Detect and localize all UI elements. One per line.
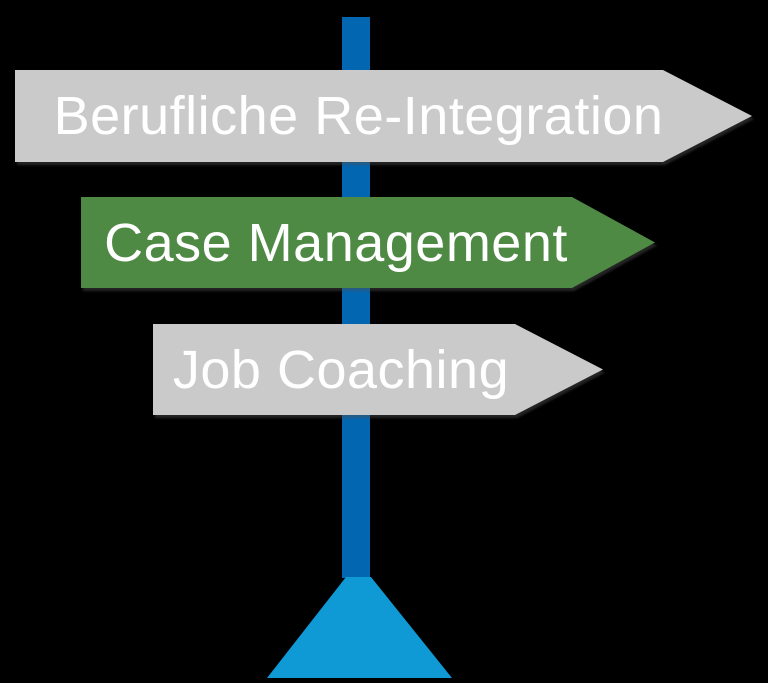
sign-arrow-berufliche-re-integration: Berufliche Re-Integration bbox=[15, 70, 752, 162]
sign-arrow-shape: Job Coaching bbox=[153, 324, 603, 415]
sign-label: Berufliche Re-Integration bbox=[53, 86, 664, 146]
sign-label: Job Coaching bbox=[172, 339, 510, 400]
signpost-base-triangle bbox=[267, 577, 452, 678]
sign-arrow-job-coaching: Job Coaching bbox=[153, 324, 603, 415]
sign-arrow-shape: Berufliche Re-Integration bbox=[15, 70, 752, 162]
sign-arrow-case-management: Case Management bbox=[81, 197, 655, 288]
sign-arrow-shape: Case Management bbox=[81, 197, 655, 288]
sign-label: Case Management bbox=[104, 212, 568, 273]
